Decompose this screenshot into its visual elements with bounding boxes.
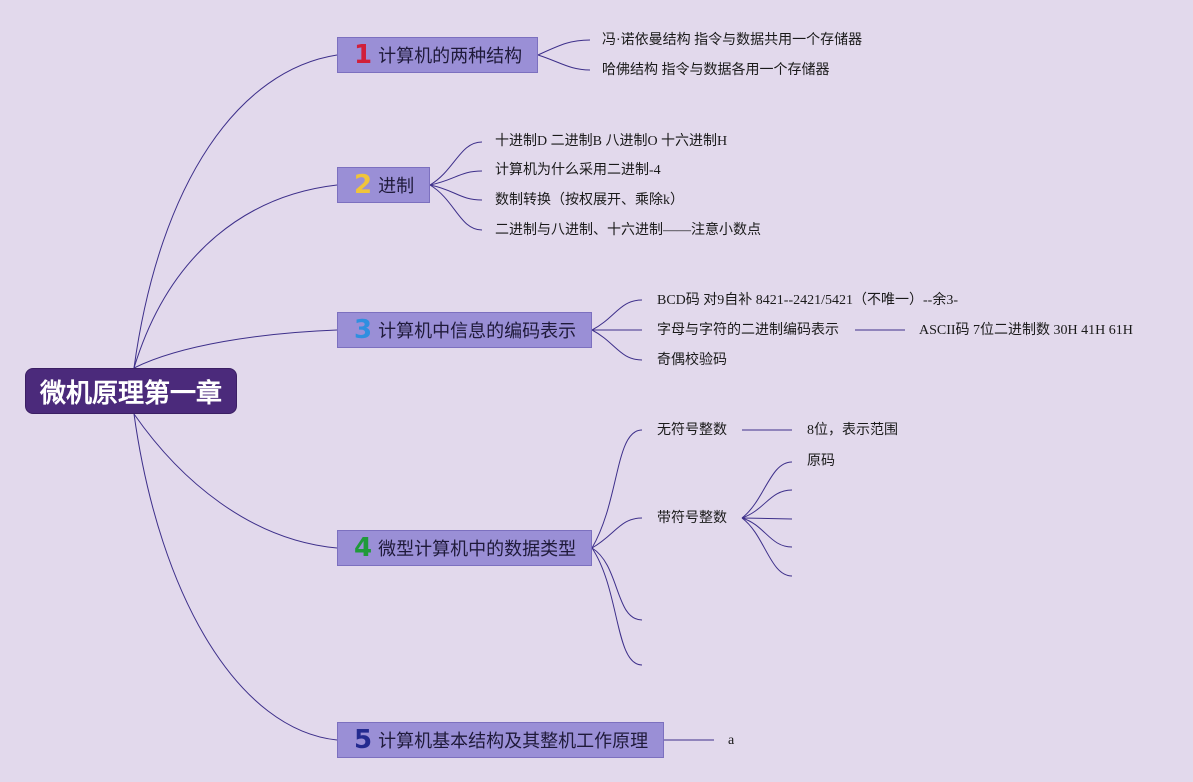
unsigned-range[interactable]: 8位，表示范围 <box>807 423 898 438</box>
topic-1-label: 计算机的两种结构 <box>378 46 523 67</box>
topic-3-child-3[interactable]: 奇偶校验码 <box>657 353 727 368</box>
topic-5-label: 计算机基本结构及其整机工作原理 <box>378 731 649 752</box>
topic-2-child-2[interactable]: 计算机为什么采用二进制-4 <box>495 163 661 178</box>
topic-2-label: 进制 <box>378 176 415 197</box>
topic-1-child-2[interactable]: 哈佛结构 指令与数据各用一个存储器 <box>602 63 830 78</box>
topic-5[interactable]: 5 计算机基本结构及其整机工作原理 <box>337 722 664 758</box>
topic-2-child-1[interactable]: 十进制D 二进制B 八进制O 十六进制H <box>495 134 728 149</box>
root-to-topic-2 <box>133 184 338 369</box>
number-5-icon: 5 <box>354 725 373 755</box>
topic-3-label: 计算机中信息的编码表示 <box>378 321 577 342</box>
signed-original-code[interactable]: 原码 <box>807 454 835 469</box>
root-to-topic-5 <box>133 413 338 741</box>
topic-3-grandchild[interactable]: ASCII码 7位二进制数 30H 41H 61H <box>919 323 1133 338</box>
topic-2-child-3[interactable]: 数制转换（按权展开、乘除k） <box>495 193 684 208</box>
topic-3-child-2[interactable]: 字母与字符的二进制编码表示 <box>657 323 839 338</box>
topic-3[interactable]: 3 计算机中信息的编码表示 <box>337 312 592 348</box>
root-topic[interactable]: 微机原理第一章 <box>25 368 237 414</box>
number-1-icon: 1 <box>354 40 373 70</box>
root-to-topic-1 <box>133 54 338 369</box>
topic-5-child-1[interactable]: a <box>728 733 735 748</box>
topic-1-child-1[interactable]: 冯·诺依曼结构 指令与数据共用一个存储器 <box>602 33 863 48</box>
topic-1[interactable]: 1 计算机的两种结构 <box>337 37 538 73</box>
topic-4-label: 微型计算机中的数据类型 <box>378 539 577 560</box>
topic-4[interactable]: 4 微型计算机中的数据类型 <box>337 530 592 566</box>
topic-4-child-unsigned[interactable]: 无符号整数 <box>657 423 727 438</box>
number-4-icon: 4 <box>354 533 373 563</box>
topic-2-child-4[interactable]: 二进制与八进制、十六进制——注意小数点 <box>495 223 761 238</box>
number-2-icon: 2 <box>354 170 373 200</box>
topic-2[interactable]: 2 进制 <box>337 167 430 203</box>
topic-4-child-signed[interactable]: 带符号整数 <box>657 511 727 526</box>
root-to-topic-3 <box>133 329 338 369</box>
number-3-icon: 3 <box>354 315 373 345</box>
topic-3-child-1[interactable]: BCD码 对9自补 8421--2421/5421（不唯一）--余3- <box>657 293 958 308</box>
root-to-topic-4 <box>133 413 338 549</box>
